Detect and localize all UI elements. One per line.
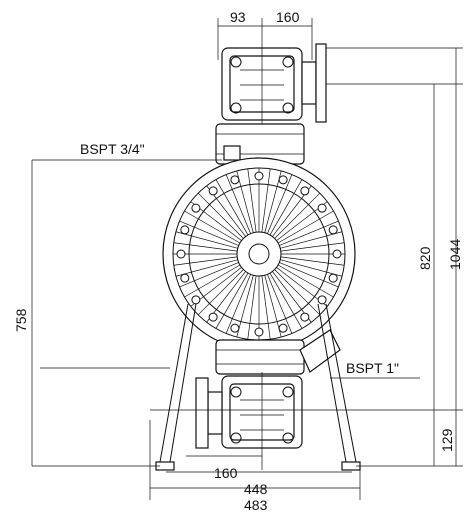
bolt bbox=[176, 249, 186, 259]
bolt bbox=[328, 273, 338, 283]
bolt bbox=[332, 249, 342, 259]
diaphragm-rib bbox=[280, 256, 345, 266]
diaphragm-rib bbox=[215, 179, 249, 236]
bolt bbox=[191, 203, 201, 213]
bolt bbox=[191, 295, 201, 305]
dim-1044: 1044 bbox=[447, 239, 463, 270]
bolt bbox=[208, 312, 218, 322]
diaphragm-rib bbox=[197, 269, 244, 316]
bottom-manifold bbox=[195, 372, 303, 470]
diaphragm-rib bbox=[264, 170, 282, 233]
bolt bbox=[180, 225, 190, 235]
diaphragm-rib bbox=[184, 210, 241, 244]
diaphragm-rib bbox=[261, 275, 271, 340]
dim-160-top: 160 bbox=[276, 9, 300, 25]
diaphragm-rib bbox=[179, 220, 239, 246]
bolt bbox=[278, 323, 288, 333]
dim-93: 93 bbox=[230, 9, 246, 25]
diaphragm-rib bbox=[225, 274, 251, 334]
diaphragm-rib bbox=[215, 272, 249, 329]
diaphragm-rib bbox=[267, 274, 293, 334]
dim-448: 448 bbox=[244, 481, 268, 497]
diaphragm-rib bbox=[175, 259, 238, 277]
diaphragm-rib bbox=[280, 259, 343, 277]
bolt bbox=[230, 175, 240, 185]
diaphragm-rib bbox=[280, 231, 343, 249]
diaphragm-rib bbox=[267, 174, 293, 234]
bolt bbox=[300, 312, 310, 322]
diaphragm-rib bbox=[274, 192, 321, 239]
diaphragm-rib bbox=[197, 192, 244, 239]
bolt bbox=[230, 323, 240, 333]
diaphragm-rib bbox=[184, 264, 241, 298]
diaphragm-rib bbox=[277, 210, 334, 244]
diaphragm-rib bbox=[280, 242, 345, 252]
lower-body bbox=[215, 329, 341, 375]
bolt bbox=[300, 186, 310, 196]
diaphragm-rib bbox=[277, 264, 334, 298]
bolt bbox=[278, 175, 288, 185]
diaphragm-rib bbox=[279, 220, 339, 246]
dim-483: 483 bbox=[244, 497, 268, 513]
bolt bbox=[317, 203, 327, 213]
dim-758: 758 bbox=[13, 308, 29, 332]
top-manifold bbox=[221, 40, 463, 128]
diaphragm-rib bbox=[179, 262, 239, 288]
upper-body bbox=[215, 123, 305, 165]
bolt bbox=[328, 225, 338, 235]
support-legs bbox=[155, 303, 361, 471]
diaphragm-rib bbox=[264, 275, 282, 338]
bolt bbox=[254, 171, 264, 181]
diaphragm-rib bbox=[274, 269, 321, 316]
bolt bbox=[254, 327, 264, 337]
diaphragm-rib bbox=[236, 275, 254, 338]
diaphragm-rib bbox=[269, 272, 303, 329]
diaphragm-rib bbox=[175, 231, 238, 249]
diaphragm-rib bbox=[261, 168, 271, 233]
bolt bbox=[180, 273, 190, 283]
dim-160-bottom: 160 bbox=[214, 465, 238, 481]
dim-820: 820 bbox=[417, 246, 433, 270]
diaphragm-rib bbox=[236, 170, 254, 233]
diaphragm-rib bbox=[225, 174, 251, 234]
label-bspt-3-4: BSPT 3/4" bbox=[80, 141, 145, 157]
diaphragm-rib bbox=[247, 168, 257, 233]
bolt bbox=[208, 186, 218, 196]
diaphragm-rib bbox=[173, 256, 238, 266]
diaphragm-chamber bbox=[162, 157, 356, 351]
label-bspt-1: BSPT 1" bbox=[346, 360, 399, 376]
diaphragm-rib bbox=[247, 275, 257, 340]
diaphragm-rib bbox=[269, 179, 303, 236]
bolt bbox=[317, 295, 327, 305]
dimension-lines bbox=[31, 18, 463, 500]
diaphragm-rib bbox=[279, 262, 339, 288]
dim-129: 129 bbox=[439, 428, 455, 452]
diaphragm-rib bbox=[173, 242, 238, 252]
